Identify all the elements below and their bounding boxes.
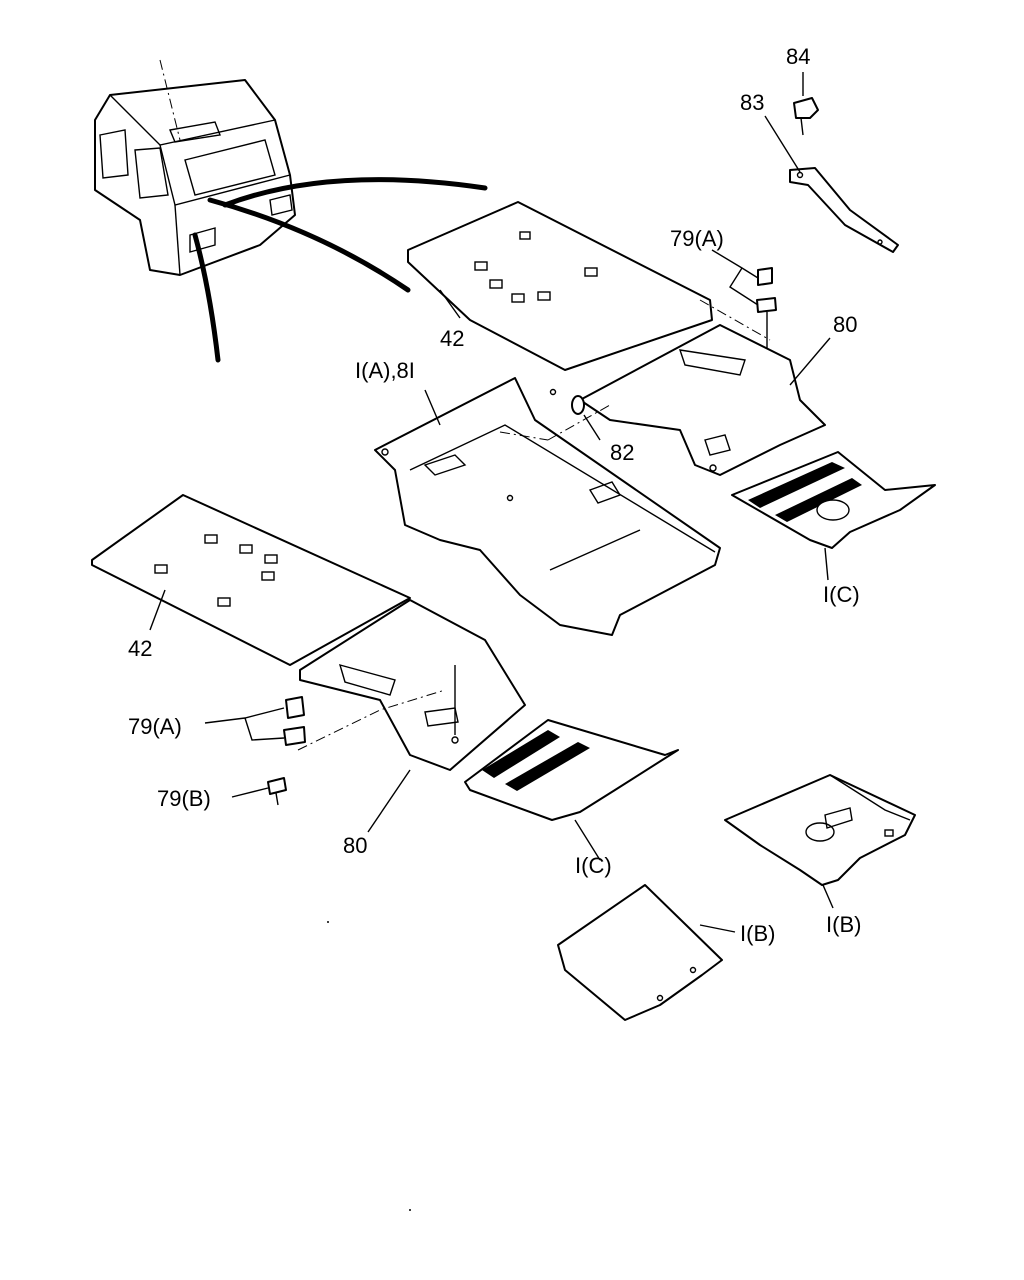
callout-1c-right: I(C) (823, 582, 860, 607)
callout-79b: 79(B) (157, 786, 211, 811)
grommet-82 (549, 388, 585, 415)
callout-84: 84 (786, 44, 810, 69)
mat-1b-right (724, 774, 916, 886)
mat-1b-center (557, 884, 723, 1021)
leader-lines (149, 72, 834, 933)
tunnel-1a-81 (374, 377, 721, 636)
step-1c-right (731, 451, 936, 549)
callout-79a-left: 79(A) (128, 714, 182, 739)
callout-labels: 84 83 79(A) 80 42 I(A),8I 82 I(C) 42 79(… (128, 44, 861, 946)
mat-42-left (91, 494, 411, 666)
cab-overview (94, 59, 296, 276)
callout-80-top: 80 (833, 312, 857, 337)
bolt-84 (793, 97, 819, 136)
callout-1a-81: I(A),8I (355, 358, 415, 383)
callout-1b-right: I(B) (826, 912, 861, 937)
callout-79a-top: 79(A) (670, 226, 724, 251)
panel-80-top (579, 324, 826, 476)
specks (327, 921, 411, 1211)
step-1c-bottom (464, 719, 679, 821)
callout-1b-center: I(B) (740, 921, 775, 946)
pin-79b (267, 777, 287, 806)
clip-79a-left (283, 696, 306, 746)
callout-42-left: 42 (128, 636, 152, 661)
callout-83: 83 (740, 90, 764, 115)
callout-1c-bottom: I(C) (575, 853, 612, 878)
panel-80-bottom (299, 599, 526, 771)
bracket-83 (789, 167, 899, 253)
mat-42-top (407, 201, 713, 371)
reference-lines (297, 299, 771, 751)
callout-82: 82 (610, 440, 634, 465)
callout-80-bottom: 80 (343, 833, 367, 858)
callout-42-top: 42 (440, 326, 464, 351)
indicator-curves (192, 177, 488, 363)
